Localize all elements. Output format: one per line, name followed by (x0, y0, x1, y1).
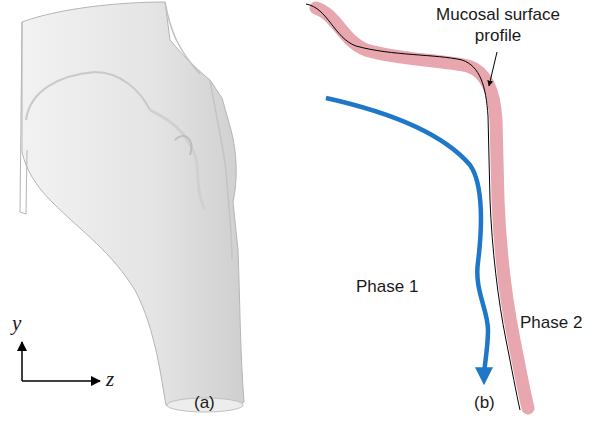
region-label: Phase 1 (356, 276, 418, 297)
airway-render (20, 2, 244, 412)
axis-label: y (12, 310, 21, 336)
phase-2-band (316, 8, 528, 408)
leader-line (489, 52, 497, 86)
region-label: Phase 2 (520, 312, 582, 333)
mucosal-profile-line (306, 4, 520, 410)
axes (22, 342, 100, 381)
panel-label: (b) (474, 392, 495, 413)
phase-1-arrow (326, 98, 488, 378)
callout-label: Mucosal surface profile (428, 4, 568, 47)
panel-label: (a) (194, 392, 215, 413)
axis-label: z (106, 366, 114, 392)
